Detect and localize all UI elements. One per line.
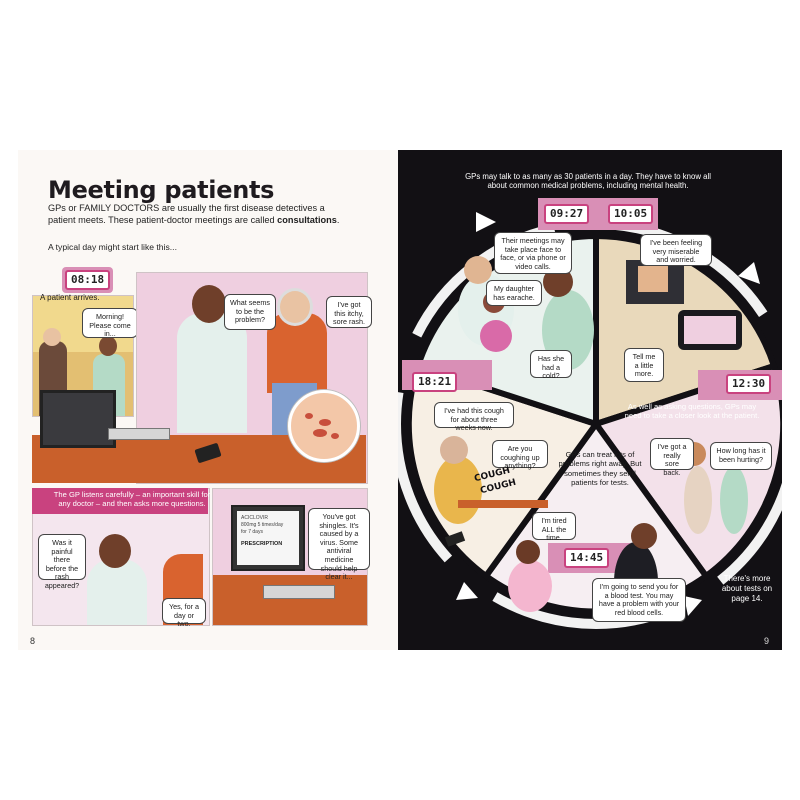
clock-0818-frame: 08:18	[62, 267, 114, 293]
doctor-video-head	[543, 267, 573, 297]
bubble-sore-back: I've got a really sore back.	[650, 438, 694, 477]
desk-2	[213, 575, 367, 625]
intro-bold-term: consultations	[277, 215, 337, 225]
laptop-video	[638, 266, 668, 292]
gp-body	[87, 559, 147, 625]
child-body	[480, 320, 512, 352]
patient-back-figure	[684, 466, 712, 534]
bubble-painful: Was it painful there before the rash app…	[38, 534, 86, 590]
keyboard-2	[263, 585, 335, 599]
coughing-man-body	[434, 456, 482, 524]
caption-asking: As well as asking questions, GPs may nee…	[624, 402, 760, 421]
screen-heading: PRESCRIPTION	[241, 541, 283, 547]
right-page: GPs may talk to as many as 30 patients i…	[398, 150, 782, 650]
caption-center: GPs can treat lots of problems right awa…	[558, 450, 642, 488]
page-number: 9	[764, 636, 770, 646]
screen-line: ACICLOVIR	[241, 515, 268, 521]
clock-0927: 09:27	[544, 204, 590, 224]
clock-1005: 10:05	[608, 204, 654, 224]
rash-spot	[331, 433, 339, 439]
gp-head	[99, 534, 131, 568]
patient-head-2	[277, 288, 313, 326]
clock-1821: 18:21	[412, 372, 458, 392]
page-title: Meeting patients	[48, 176, 275, 204]
doctor-head-2	[192, 285, 226, 323]
tired-patient-body	[508, 560, 552, 612]
desk-cough	[458, 500, 548, 508]
clock-1230: 12:30	[726, 374, 772, 394]
arrow-bottom-right	[684, 596, 702, 616]
bubble-meetings: Their meetings may take place face to fa…	[494, 232, 572, 274]
arrow-top-left	[476, 212, 496, 232]
intro-text: GPs or FAMILY DOCTORS are usually the fi…	[48, 203, 325, 225]
monitor-2: ACICLOVIR 800mg 5 times/day for 7 days P…	[231, 505, 305, 571]
caption-listens: The GP listens carefully – an important …	[53, 490, 211, 509]
bubble-morning: Morning! Please come in...	[82, 308, 138, 338]
lead-text: A typical day might start like this...	[48, 242, 177, 252]
clock-0818: 08:18	[65, 270, 111, 290]
bubble-cold: Has she had a cold?	[530, 350, 572, 380]
bubble-tired: I'm tired ALL the time.	[532, 512, 576, 542]
arrow-bottom-left	[456, 582, 478, 600]
examining-doctor	[720, 466, 748, 534]
coughing-man-head	[440, 436, 468, 464]
wheel-ring	[398, 219, 782, 629]
screen-line: 800mg 5 times/day	[241, 522, 284, 528]
bubble-tell-more: Tell me a little more.	[624, 348, 664, 382]
patient-head	[43, 328, 61, 346]
intro-paragraph: GPs or FAMILY DOCTORS are usually the fi…	[48, 202, 348, 226]
bubble-what-seems: What seems to be the problem?	[224, 294, 276, 330]
screen-line: for 7 days	[241, 529, 263, 535]
patient-body	[267, 313, 327, 393]
bubble-cough-weeks: I've had this cough for about three week…	[434, 402, 514, 432]
phone-cough	[444, 531, 466, 547]
gp-phone-head	[631, 523, 657, 549]
bubble-blood-test: I'm going to send you for a blood test. …	[592, 578, 686, 622]
tired-patient-head	[516, 540, 540, 564]
bubble-earache: My daughter has earache.	[486, 280, 542, 306]
bubble-shingles: You've got shingles. It's caused by a vi…	[308, 508, 370, 581]
keyboard	[108, 428, 170, 440]
right-intro: GPs may talk to as many as 30 patients i…	[465, 172, 711, 191]
rash-spot	[319, 419, 331, 426]
bubble-how-long: How long has it been hurting?	[710, 442, 772, 470]
father-head	[464, 256, 492, 284]
caption-band	[32, 488, 208, 514]
bubble-coughing-up: Are you coughing up anything?	[492, 440, 548, 470]
consultation-wheel	[398, 198, 782, 629]
left-page: Meeting patients GPs or FAMILY DOCTORS a…	[18, 150, 398, 650]
clock-1445: 14:45	[564, 548, 610, 568]
intro-end: .	[336, 215, 340, 225]
note-more-tests: There's more about tests on page 14.	[721, 574, 773, 603]
doctor-body	[177, 313, 247, 433]
doctor-head	[99, 336, 117, 356]
rash-closeup	[288, 390, 360, 462]
computer-monitor	[40, 390, 116, 448]
screen: ACICLOVIR 800mg 5 times/day for 7 days P…	[237, 511, 299, 565]
bubble-yes: Yes, for a day or two.	[162, 598, 206, 628]
page-number: 8	[30, 636, 36, 646]
bubble-miserable: I've been feeling very miserable and wor…	[640, 234, 712, 266]
arrow-top-right	[738, 262, 760, 284]
caption-arrives: A patient arrives.	[40, 293, 100, 302]
rash-spot	[305, 413, 313, 419]
bubble-itchy-rash: I've got this itchy, sore rash.	[326, 296, 372, 328]
rash-spot	[313, 429, 327, 437]
phone-screen	[684, 316, 736, 344]
